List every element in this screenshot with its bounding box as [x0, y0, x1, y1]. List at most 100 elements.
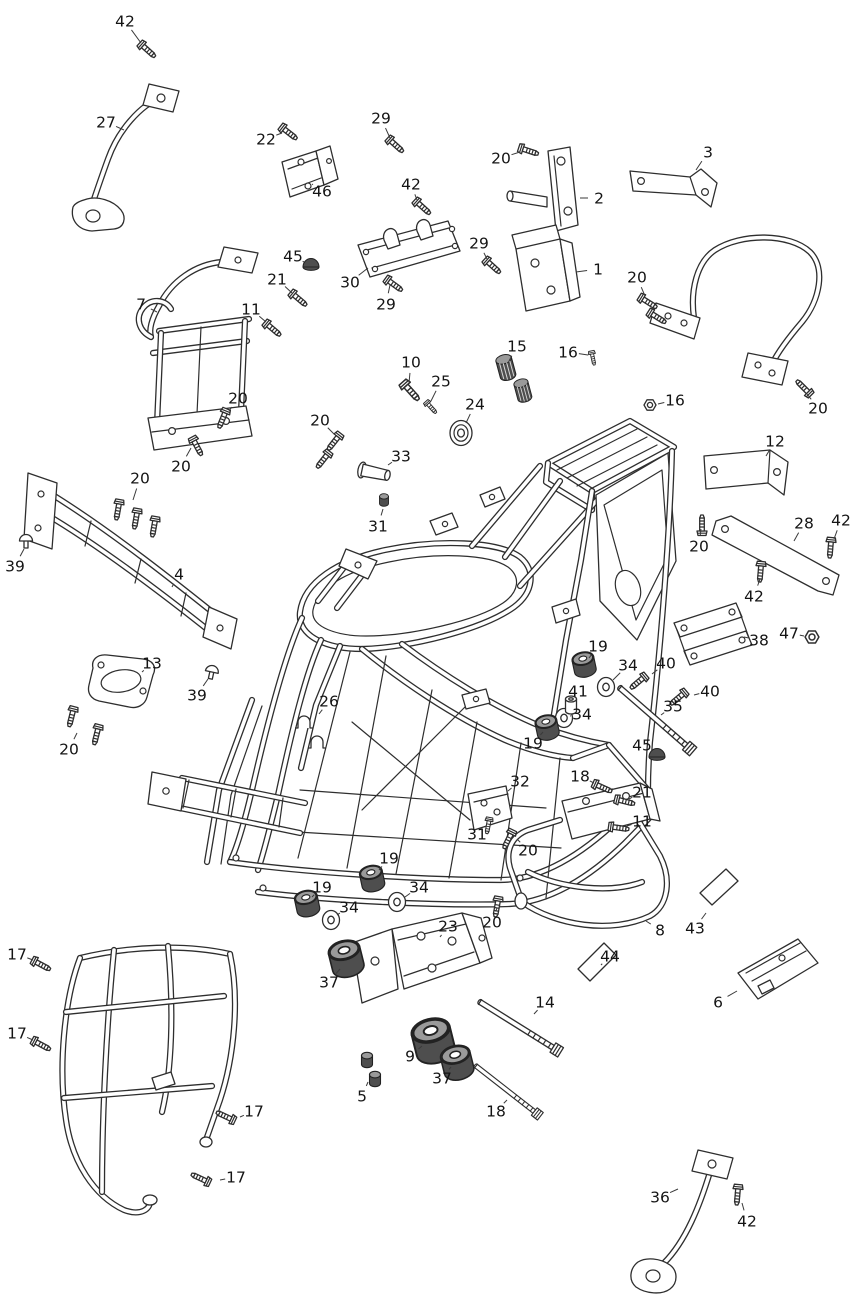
long-bolt-icon — [471, 1060, 544, 1121]
callout-leader-37 — [448, 1066, 452, 1070]
callout-leader-12 — [765, 450, 770, 457]
callout-leader-14 — [533, 1009, 538, 1015]
part-callout-22: 22 — [256, 131, 276, 149]
nut-icon — [804, 630, 820, 644]
part-callout-29: 29 — [371, 110, 391, 128]
callout-leader-31 — [380, 508, 384, 516]
part-callout-20: 20 — [228, 390, 248, 408]
callout-leader-20 — [132, 488, 138, 501]
part-28-brace — [711, 515, 840, 596]
part-43-strap — [699, 868, 739, 906]
callout-leader-10 — [408, 372, 411, 384]
callout-leader-17 — [219, 1178, 226, 1181]
part-callout-31: 31 — [368, 518, 388, 536]
callout-leader-40 — [651, 669, 658, 675]
callout-leader-42 — [757, 578, 761, 586]
callout-leader-19 — [588, 654, 592, 659]
part-callout-34: 34 — [409, 879, 429, 897]
callout-leader-18 — [589, 780, 595, 784]
callout-leader-4 — [171, 583, 175, 588]
callout-leader-24 — [465, 413, 471, 424]
part-callout-20: 20 — [518, 842, 538, 860]
part-callout-19: 19 — [523, 735, 543, 753]
part-callout-2: 2 — [594, 190, 604, 208]
part-callout-23: 23 — [438, 918, 458, 936]
callout-leader-33 — [387, 461, 393, 466]
part-7-front-carrier — [135, 246, 259, 451]
callout-leader-25 — [430, 390, 437, 402]
part-callout-36: 36 — [650, 1189, 670, 1207]
callout-leader-20 — [73, 732, 78, 740]
knurled-nut-icon — [494, 352, 518, 383]
callout-leader-20 — [516, 838, 521, 843]
callout-leader-19 — [378, 866, 383, 871]
bolt-icon — [480, 254, 504, 278]
screw-icon — [587, 349, 599, 367]
part-callout-20: 20 — [689, 538, 709, 556]
part-callout-28: 28 — [794, 515, 814, 533]
part-callout-20: 20 — [808, 400, 828, 418]
part-callout-4: 4 — [174, 566, 184, 584]
part-callout-42: 42 — [737, 1213, 757, 1231]
part-callout-5: 5 — [357, 1088, 367, 1106]
part-callout-24: 24 — [465, 396, 485, 414]
callout-leader-21 — [628, 796, 633, 800]
callout-leader-13 — [141, 669, 145, 673]
part-30-bracket-assembly — [357, 218, 461, 278]
callout-leader-20 — [228, 406, 233, 412]
callout-leader-17 — [27, 957, 34, 961]
callout-leader-9 — [418, 1045, 423, 1050]
part-callout-32: 32 — [510, 773, 530, 791]
part-callout-19: 19 — [312, 879, 332, 897]
bolt-icon — [63, 704, 80, 729]
part-callout-11: 11 — [241, 301, 261, 319]
callout-leader-28 — [793, 532, 800, 542]
part-46-bracket — [281, 145, 339, 198]
callout-leader-20 — [640, 286, 646, 297]
part-8-rear-carrier — [505, 782, 670, 929]
part-callout-34: 34 — [618, 657, 638, 675]
callout-leader-17 — [26, 1036, 34, 1041]
rivet-icon — [203, 663, 221, 681]
callout-leader-26 — [318, 709, 323, 715]
bolt-icon — [29, 1034, 54, 1055]
part-callout-20: 20 — [59, 741, 79, 759]
part-1-bracket — [511, 224, 581, 312]
bolt-icon — [823, 536, 838, 560]
part-38-bracket — [673, 602, 753, 666]
part-callout-42: 42 — [401, 176, 421, 194]
part-callout-30: 30 — [340, 274, 360, 292]
part-callout-42: 42 — [744, 588, 764, 606]
part-44-strap — [577, 942, 617, 982]
washer-icon — [387, 891, 407, 913]
part-callout-45: 45 — [283, 248, 303, 266]
bolt-icon — [110, 498, 126, 522]
callout-leader-17 — [239, 1114, 245, 1118]
part-callout-17: 17 — [226, 1169, 246, 1187]
part-callout-7: 7 — [136, 296, 146, 314]
callout-leader-44 — [600, 963, 603, 966]
callout-leader-3 — [695, 160, 703, 171]
callout-leader-46 — [311, 183, 314, 186]
part-23-engine-bracket — [351, 912, 493, 1004]
callout-leader-20 — [495, 907, 498, 912]
part-callout-20: 20 — [130, 470, 150, 488]
callout-leader-42 — [833, 530, 838, 540]
bolt-icon — [128, 507, 144, 531]
part-27-lever-arm — [71, 83, 180, 232]
part-callout-6: 6 — [713, 994, 723, 1012]
bolt-icon — [410, 195, 434, 219]
callout-leader-47 — [799, 634, 805, 637]
callout-leader-11 — [258, 315, 267, 323]
part-13-bracket-plate — [87, 654, 156, 709]
part-callout-16: 16 — [558, 344, 578, 362]
part-callout-9: 9 — [405, 1048, 415, 1066]
callout-leader-37 — [335, 968, 341, 974]
callout-leader-29 — [387, 284, 391, 294]
part-callout-40: 40 — [656, 655, 676, 673]
callout-leader-34 — [404, 892, 411, 898]
callout-leader-1 — [575, 269, 588, 273]
part-callout-46: 46 — [312, 183, 332, 201]
part-callout-1: 1 — [593, 261, 603, 279]
